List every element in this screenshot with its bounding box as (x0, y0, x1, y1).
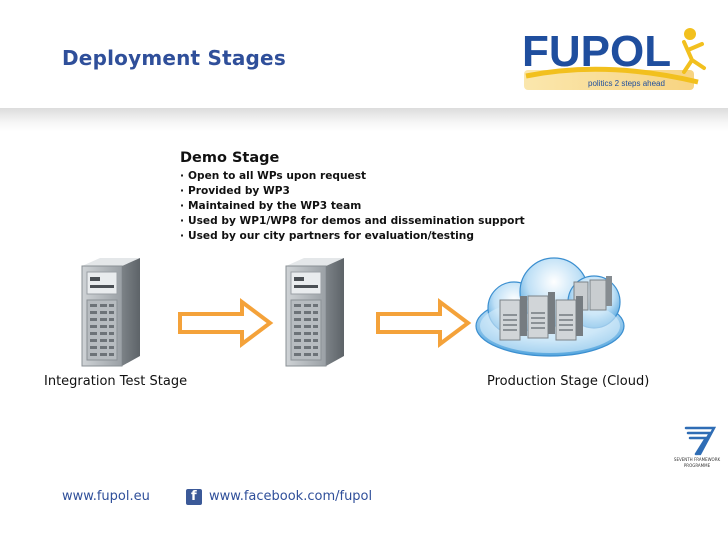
fp7-line2: PROGRAMME (684, 463, 711, 468)
arrow-right-icon (178, 298, 274, 348)
facebook-link[interactable]: www.facebook.com/fupol (209, 489, 373, 504)
logo-tagline: politics 2 steps ahead (588, 79, 665, 88)
integration-server-icon (81, 258, 140, 367)
fp7-line1: SEVENTH FRAMEWORK (674, 457, 721, 462)
demo-stage-block: Demo Stage ·Open to all WPs upon request… (180, 150, 525, 244)
list-item: ·Used by WP1/WP8 for demos and dissemina… (180, 215, 525, 227)
website-link[interactable]: www.fupol.eu (62, 489, 150, 504)
slide-title: Deployment Stages (62, 46, 286, 70)
integration-stage-label: Integration Test Stage (44, 374, 188, 389)
demo-stage-heading: Demo Stage (180, 150, 280, 166)
header-divider (0, 108, 728, 132)
facebook-icon: f (186, 489, 202, 505)
arrow-right-icon (376, 298, 472, 348)
list-item: ·Used by our city partners for evaluatio… (180, 230, 474, 242)
logo-figure-icon (684, 28, 696, 40)
logo-text: FUPOL (522, 27, 671, 76)
fupol-logo: FUPOL politics 2 steps ahead (522, 27, 706, 90)
production-stage-label: Production Stage (Cloud) (487, 374, 650, 389)
fp7-logo: SEVENTH FRAMEWORK PROGRAMME (674, 426, 721, 468)
cloud-servers-icon (475, 257, 625, 357)
list-item: ·Open to all WPs upon request (180, 170, 367, 182)
list-item: ·Maintained by the WP3 team (180, 200, 362, 212)
demo-server-icon (285, 258, 344, 367)
list-item: ·Provided by WP3 (180, 185, 290, 197)
demo-stage-list: ·Open to all WPs upon request ·Provided … (180, 169, 525, 244)
